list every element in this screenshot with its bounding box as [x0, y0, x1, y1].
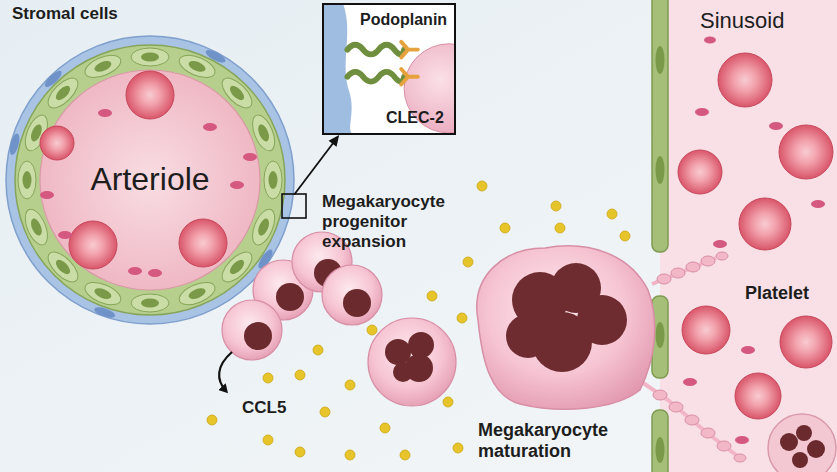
cell-label: Stromal cells — [12, 4, 118, 24]
receptor-inset-text: CLEC-2 — [386, 109, 444, 128]
receptor-inset-text: Podoplanin — [360, 11, 447, 30]
arteriole-text-wrap: Arteriole — [5, 161, 295, 199]
cell-label-wrap: Stromal cells — [12, 4, 118, 24]
receptor-inset-text-wrap: CLEC-2 — [386, 109, 444, 128]
arrow-head — [329, 135, 340, 147]
stage-label: Megakaryocyte maturation — [478, 420, 634, 462]
chemokine-label-wrap: CCL5 — [242, 398, 286, 418]
cell-label-wrap: Platelet — [745, 283, 809, 304]
platelets — [683, 37, 825, 445]
zoom-connector — [294, 135, 339, 194]
connector-line — [294, 142, 333, 194]
stage-label: Megakaryocyte progenitor expansion — [322, 192, 478, 252]
sinusoid-wall — [652, 0, 668, 472]
mature-megakaryocyte — [477, 246, 746, 462]
sinusoid-region: Sinusoid — [660, 0, 837, 472]
stage-label-wrap: Megakaryocyte progenitor expansion — [322, 192, 478, 252]
sinusoid-lumen — [660, 0, 837, 472]
cell-label: Platelet — [745, 283, 809, 304]
sinusoid-region-text-wrap: Sinusoid — [700, 8, 784, 34]
receptor-inset: PodoplaninCLEC-2 — [322, 3, 456, 135]
maturing-megakaryocyte — [368, 318, 456, 406]
leukocyte — [768, 414, 836, 472]
stage-label-wrap: Megakaryocyte maturation — [478, 420, 634, 462]
red-blood-cells — [678, 53, 833, 419]
chemokine-dots — [207, 181, 630, 460]
sinusoid-region-text: Sinusoid — [700, 8, 784, 34]
receptor-inset-text-wrap: Podoplanin — [360, 11, 447, 30]
chemokine-label: CCL5 — [242, 398, 286, 418]
arteriole-text: Arteriole — [5, 161, 295, 199]
secretion-arrow — [219, 352, 232, 391]
arteriole: Arteriole — [5, 35, 295, 325]
